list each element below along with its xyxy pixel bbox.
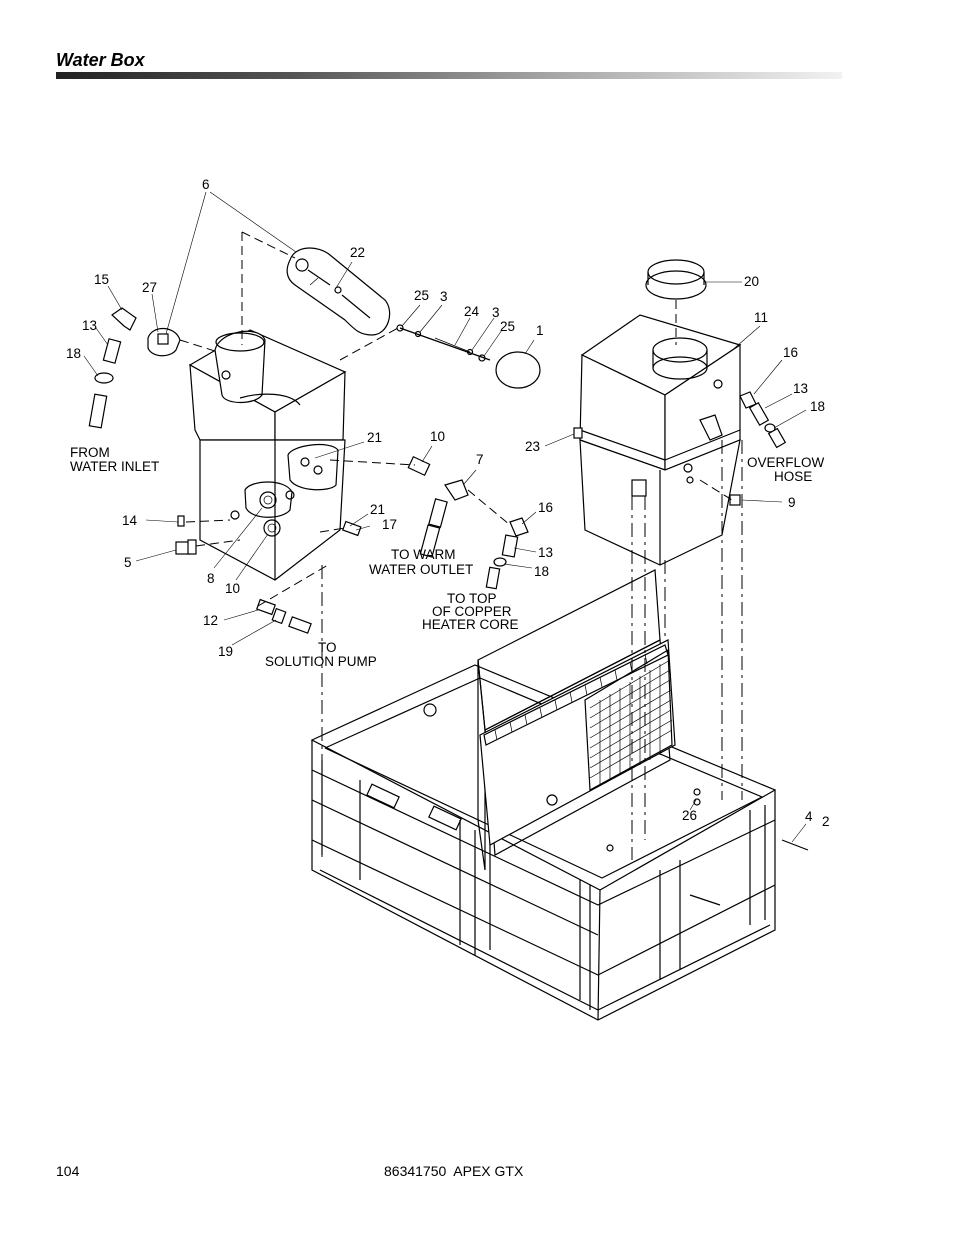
note-from-water-inlet: WATER INLET: [70, 459, 159, 474]
callout-20: 20: [744, 274, 759, 289]
callout-13: 13: [538, 545, 553, 560]
callout-22: 22: [350, 245, 365, 260]
callout-25: 25: [414, 288, 429, 303]
callout-16: 16: [538, 500, 553, 515]
note-to-warm-water-outlet: TO WARM: [391, 547, 456, 562]
callout-17: 17: [382, 517, 397, 532]
note-overflow-hose: OVERFLOW: [747, 455, 825, 470]
callout-10: 10: [225, 581, 240, 596]
callout-7: 7: [476, 452, 484, 467]
callout-23: 23: [525, 439, 540, 454]
callout-8: 8: [207, 571, 215, 586]
callout-18: 18: [810, 399, 825, 414]
note-overflow-hose: HOSE: [774, 469, 812, 484]
note-to-top-copper-heater: TO TOP: [447, 591, 497, 606]
document-id: 86341750 APEX GTX: [384, 1163, 524, 1179]
callout-2: 2: [822, 814, 830, 829]
note-to-solution-pump: SOLUTION PUMP: [265, 654, 377, 669]
callout-18: 18: [534, 564, 549, 579]
callout-3: 3: [492, 305, 500, 320]
page-number: 104: [56, 1163, 80, 1179]
header-rule: [56, 72, 842, 79]
callout-1: 1: [536, 323, 544, 338]
machine-frame: [310, 569, 809, 1021]
callout-13: 13: [793, 381, 808, 396]
float-switch-assembly: [286, 247, 391, 336]
callout-21: 21: [367, 430, 382, 445]
note-to-solution-pump: TO: [318, 640, 337, 655]
float-rod: [396, 324, 541, 389]
callout-19: 19: [218, 644, 233, 659]
callout-18: 18: [66, 346, 81, 361]
callout-5: 5: [124, 555, 132, 570]
callout-10: 10: [430, 429, 445, 444]
callout-15: 15: [94, 272, 109, 287]
callout-9: 9: [788, 495, 796, 510]
note-to-top-copper-heater: HEATER CORE: [422, 617, 519, 632]
callout-16: 16: [783, 345, 798, 360]
note-to-warm-water-outlet: WATER OUTLET: [369, 562, 473, 577]
callout-14: 14: [122, 513, 138, 528]
page-title: Water Box: [56, 50, 145, 70]
callout-3: 3: [440, 289, 448, 304]
leader-lines: [83, 191, 807, 843]
callout-4: 4: [805, 809, 813, 824]
callout-25: 25: [500, 319, 515, 334]
left-water-box: [188, 329, 347, 581]
callout-6: 6: [202, 177, 210, 192]
assembly-lines: [179, 231, 743, 860]
callout-11: 11: [754, 310, 768, 325]
note-to-top-copper-heater: OF COPPER: [432, 604, 512, 619]
callout-27: 27: [142, 280, 157, 295]
note-from-water-inlet: FROM: [70, 445, 110, 460]
callout-21: 21: [370, 502, 385, 517]
callout-12: 12: [203, 613, 218, 628]
callout-13: 13: [82, 318, 97, 333]
callout-labels: 6 22 15 27 13 18 25 3 24 3 25 1 20 11 16…: [66, 177, 830, 829]
right-water-box: [573, 259, 787, 566]
callout-24: 24: [464, 304, 480, 319]
callout-26: 26: [682, 808, 697, 823]
diagram-notes: FROM WATER INLET OVERFLOW HOSE TO WARM W…: [70, 445, 825, 669]
